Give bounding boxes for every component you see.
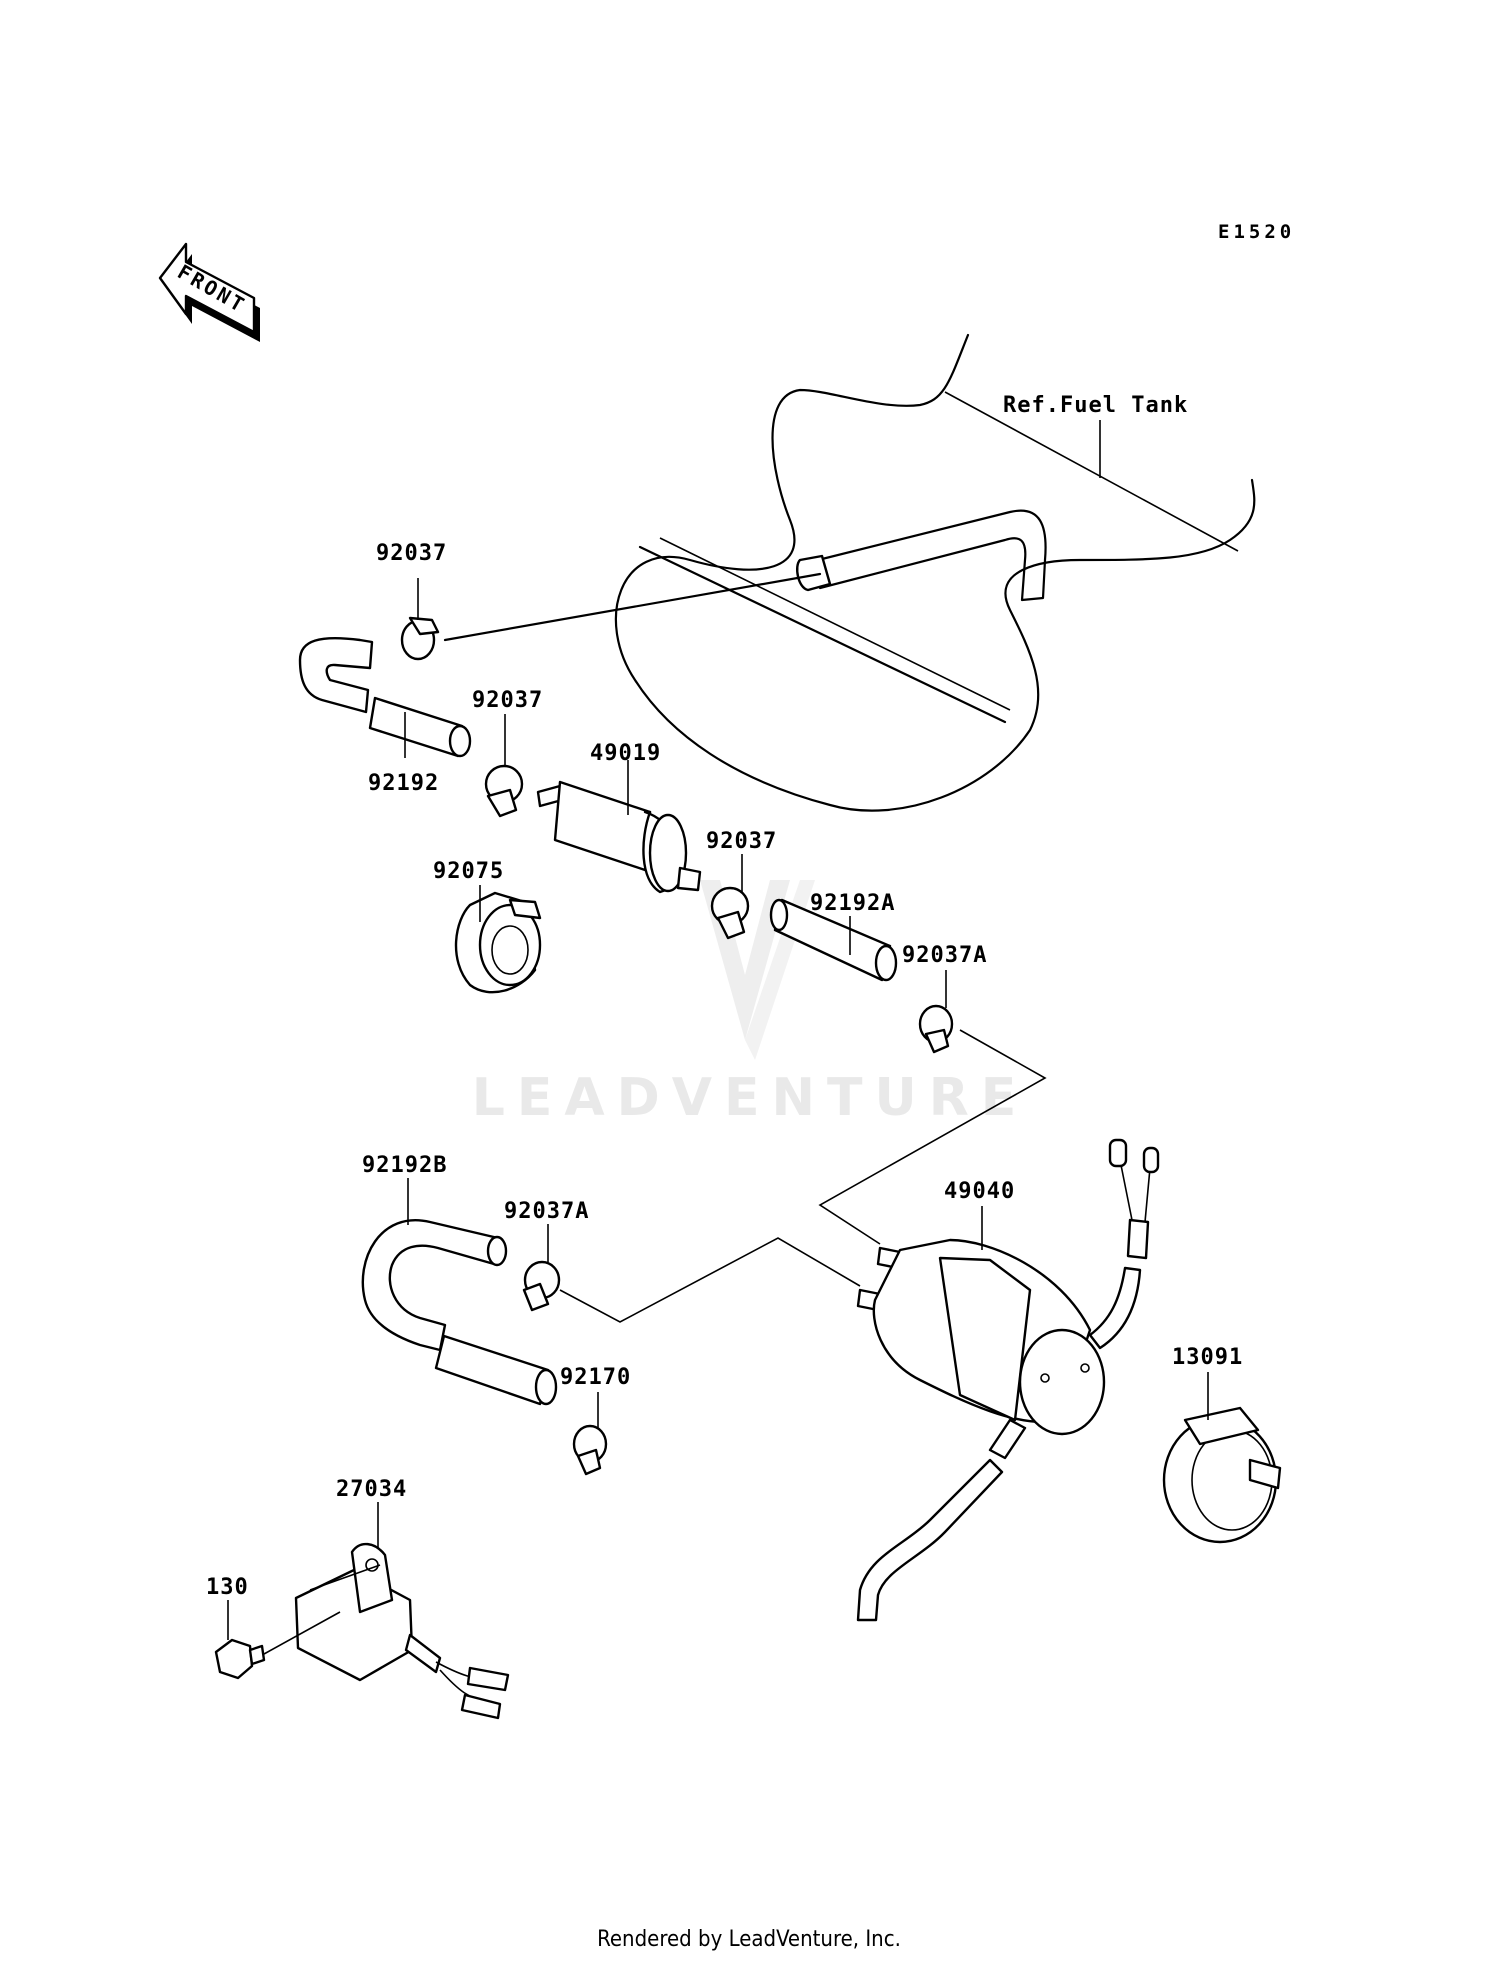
front-arrow-icon: FRONT (158, 242, 260, 342)
label-92037-top: 92037 (376, 541, 447, 566)
clamp-92037A-lower[interactable]: 92037A (504, 1199, 861, 1323)
fuel-tank-ref: Ref.Fuel Tank (614, 333, 1256, 812)
fuel-filter-49019[interactable]: 49019 (536, 741, 702, 894)
label-49019: 49019 (590, 741, 661, 766)
fuel-pump-49040[interactable]: 49040 (856, 1138, 1160, 1622)
label-13091: 13091 (1172, 1345, 1243, 1370)
watermark-text: LEADVENTURE (472, 1068, 1029, 1128)
label-92037-mid: 92037 (472, 688, 543, 713)
hose-92192A[interactable]: 92192A (769, 891, 898, 982)
relay-27034[interactable]: 27034 (294, 1477, 510, 1720)
clamp-92170[interactable]: 92170 (560, 1365, 631, 1476)
footer-credit: Rendered by LeadVenture, Inc. (597, 1927, 901, 1952)
label-92192A: 92192A (810, 891, 895, 916)
label-49040: 49040 (944, 1179, 1015, 1204)
label-130: 130 (206, 1575, 249, 1600)
hose-92192[interactable]: 92192 (298, 637, 472, 796)
ref-label: Ref.Fuel Tank (1003, 393, 1188, 418)
label-92037A-upper: 92037A (902, 943, 987, 968)
holder-92075[interactable]: 92075 (433, 859, 542, 994)
hose-92192B[interactable]: 92192B (361, 1153, 558, 1406)
watermark: LEADVENTURE (472, 880, 1029, 1128)
clamp-92037A-upper[interactable]: 92037A (818, 943, 1047, 1245)
band-13091[interactable]: 13091 (1162, 1345, 1282, 1544)
clamp-92037-mid[interactable]: 92037 (472, 688, 543, 818)
label-92037A-lower: 92037A (504, 1199, 589, 1224)
label-92192B: 92192B (362, 1153, 447, 1178)
bolt-130[interactable]: 130 (206, 1575, 341, 1680)
clamp-92037-top[interactable]: 92037 (376, 541, 822, 661)
label-92170: 92170 (560, 1365, 631, 1390)
label-92192: 92192 (368, 771, 439, 796)
label-92075: 92075 (433, 859, 504, 884)
clamp-92037-lower[interactable]: 92037 (706, 829, 777, 940)
diagram-code: E1520 (1218, 221, 1295, 243)
label-92037-lower: 92037 (706, 829, 777, 854)
label-27034: 27034 (336, 1477, 407, 1502)
